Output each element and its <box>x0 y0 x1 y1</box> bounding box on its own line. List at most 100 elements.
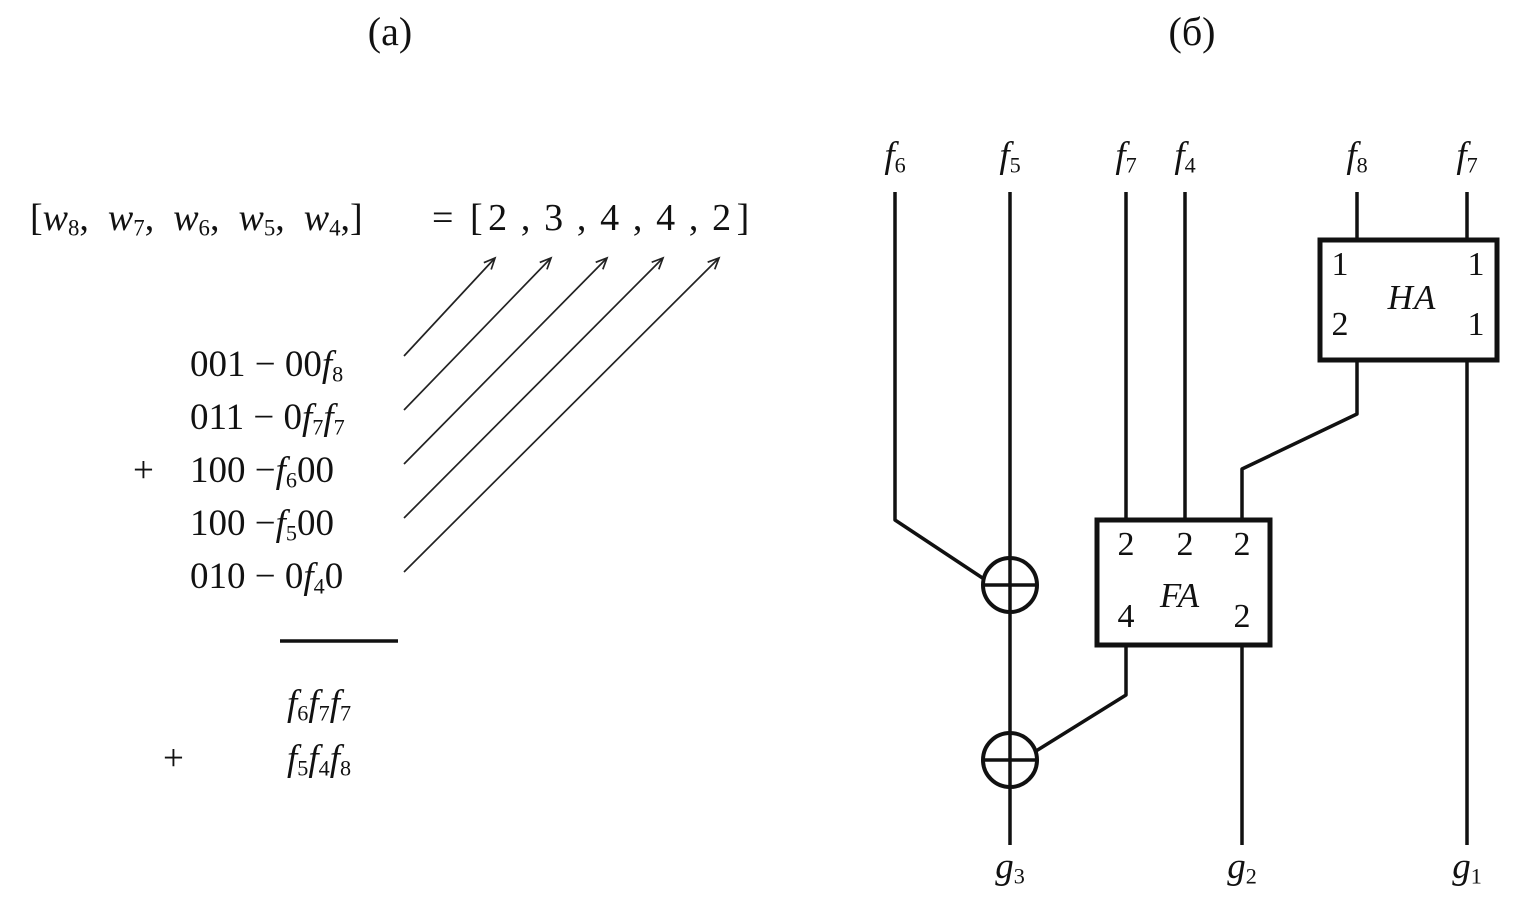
subscript: 7 <box>312 414 324 440</box>
math-token: f <box>275 503 286 544</box>
input-label-f4: f4 <box>1174 134 1195 177</box>
math-token: w <box>238 197 264 239</box>
math-token: f <box>303 556 314 597</box>
full-adder-label: FA <box>1159 576 1201 615</box>
subscript: 5 <box>285 520 297 546</box>
math-token: f <box>302 397 313 438</box>
subscript: 3 <box>1013 863 1025 889</box>
math-row: +100 −f600 <box>133 444 345 497</box>
output-label-g1: g1 <box>1452 845 1482 888</box>
subscript: 4 <box>1184 152 1196 178</box>
math-row: 001 − 00f8 <box>133 338 345 391</box>
math-token: 0 <box>324 556 344 597</box>
arrow-to-w4-value <box>403 256 721 573</box>
row-text: 010 − 0f40 <box>190 550 343 603</box>
weight-equation: [w8, w7, w6, w5, w4,]=[2,3,4,4,2] <box>30 196 749 241</box>
row-text: 011 − 0f7f7 <box>190 391 345 444</box>
plus-sign <box>133 550 190 603</box>
subscript: 8 <box>340 755 352 781</box>
math-token: g <box>1227 846 1246 887</box>
fa-port-bottom-left: 4 <box>1117 598 1135 635</box>
math-token: g <box>995 846 1014 887</box>
fa-port-top-right: 2 <box>1233 526 1251 563</box>
plus-sign <box>133 497 190 550</box>
plus-sign <box>133 338 190 391</box>
math-token: f <box>321 344 333 385</box>
subscript: 2 <box>1245 863 1257 889</box>
row-text: f5f4f8 <box>213 731 351 786</box>
ha-port-top-left: 1 <box>1331 246 1349 283</box>
math-row: f6f7f7 <box>163 676 351 731</box>
bracket: [ <box>470 197 483 239</box>
math-token: 010 − 0 <box>190 556 304 597</box>
row-text: 100 −f600 <box>190 444 334 497</box>
math-token: f <box>329 738 341 779</box>
subscript: 7 <box>340 700 352 726</box>
math-token: 00 <box>297 450 334 491</box>
input-label-f5: f5 <box>999 134 1020 177</box>
arrow-to-w5-value <box>403 256 665 519</box>
weight-value: 4 <box>600 197 620 239</box>
math-token: f <box>1174 135 1185 176</box>
weight-value: 2 <box>712 197 732 239</box>
equation-rhs: [2,3,4,4,2] <box>470 196 749 240</box>
subscript: 6 <box>894 152 906 178</box>
math-token: w <box>107 197 134 239</box>
plus-sign: + <box>133 450 154 491</box>
weight-value: 3 <box>544 197 564 239</box>
math-row: 100 −f500 <box>133 497 345 550</box>
math-token: f <box>999 135 1010 176</box>
math-row: 011 − 0f7f7 <box>133 391 345 444</box>
math-token: f <box>275 450 286 491</box>
math-token: f <box>1115 135 1126 176</box>
half-adder-box <box>1317 237 1500 363</box>
output-label-g3: g3 <box>995 845 1025 888</box>
subscript: 1 <box>1470 863 1482 889</box>
subscript: 6 <box>285 467 297 493</box>
math-token: 00 <box>297 503 334 544</box>
input-label-f6: f6 <box>884 134 905 177</box>
ha-port-bottom-right: 1 <box>1467 306 1485 343</box>
equation-lhs: [w8, w7, w6, w5, w4,] <box>30 197 363 241</box>
math-token: f <box>287 738 298 779</box>
subscript: 8 <box>1356 152 1368 178</box>
math-token: g <box>1452 846 1471 887</box>
math-token: f <box>884 135 895 176</box>
comma: , <box>520 197 531 239</box>
input-label-f7a: f7 <box>1115 134 1136 177</box>
comma: , <box>576 197 587 239</box>
plus-sign <box>133 391 190 444</box>
subscript: 7 <box>318 700 330 726</box>
subscript: 7 <box>133 215 145 241</box>
subscript: 7 <box>1125 152 1137 178</box>
input-label-f8: f8 <box>1346 134 1367 177</box>
input-label-f7b: f7 <box>1456 134 1477 177</box>
math-token: 100 − <box>190 450 276 491</box>
math-token: f <box>287 683 298 724</box>
ha-port-bottom-left: 2 <box>1331 306 1349 343</box>
subscript: 7 <box>333 414 345 440</box>
subscript: 5 <box>297 755 309 781</box>
math-token: 011 − 0 <box>190 397 302 438</box>
row-text: 001 − 00f8 <box>190 338 343 391</box>
math-token: 001 − 00 <box>190 344 322 385</box>
ha-port-top-right: 1 <box>1467 246 1485 283</box>
subscript: 7 <box>1466 152 1478 178</box>
arrow-to-w8-value <box>403 256 497 357</box>
math-row: 010 − 0f40 <box>133 550 345 603</box>
fa-port-top-mid: 2 <box>1176 526 1194 563</box>
subscript: 4 <box>313 573 325 599</box>
math-token: f <box>1346 135 1357 176</box>
bracket: ] <box>736 197 750 239</box>
weight-value: 2 <box>488 197 508 239</box>
plus-sign <box>163 676 213 731</box>
math-row: +f5f4f8 <box>163 731 351 786</box>
subscript: 6 <box>297 700 309 726</box>
wire-ha-to-fa <box>1240 360 1359 520</box>
math-token: w <box>173 197 199 239</box>
subscript: 5 <box>263 215 276 241</box>
math-token: w <box>42 197 69 239</box>
half-adder-label: HA <box>1387 278 1437 317</box>
